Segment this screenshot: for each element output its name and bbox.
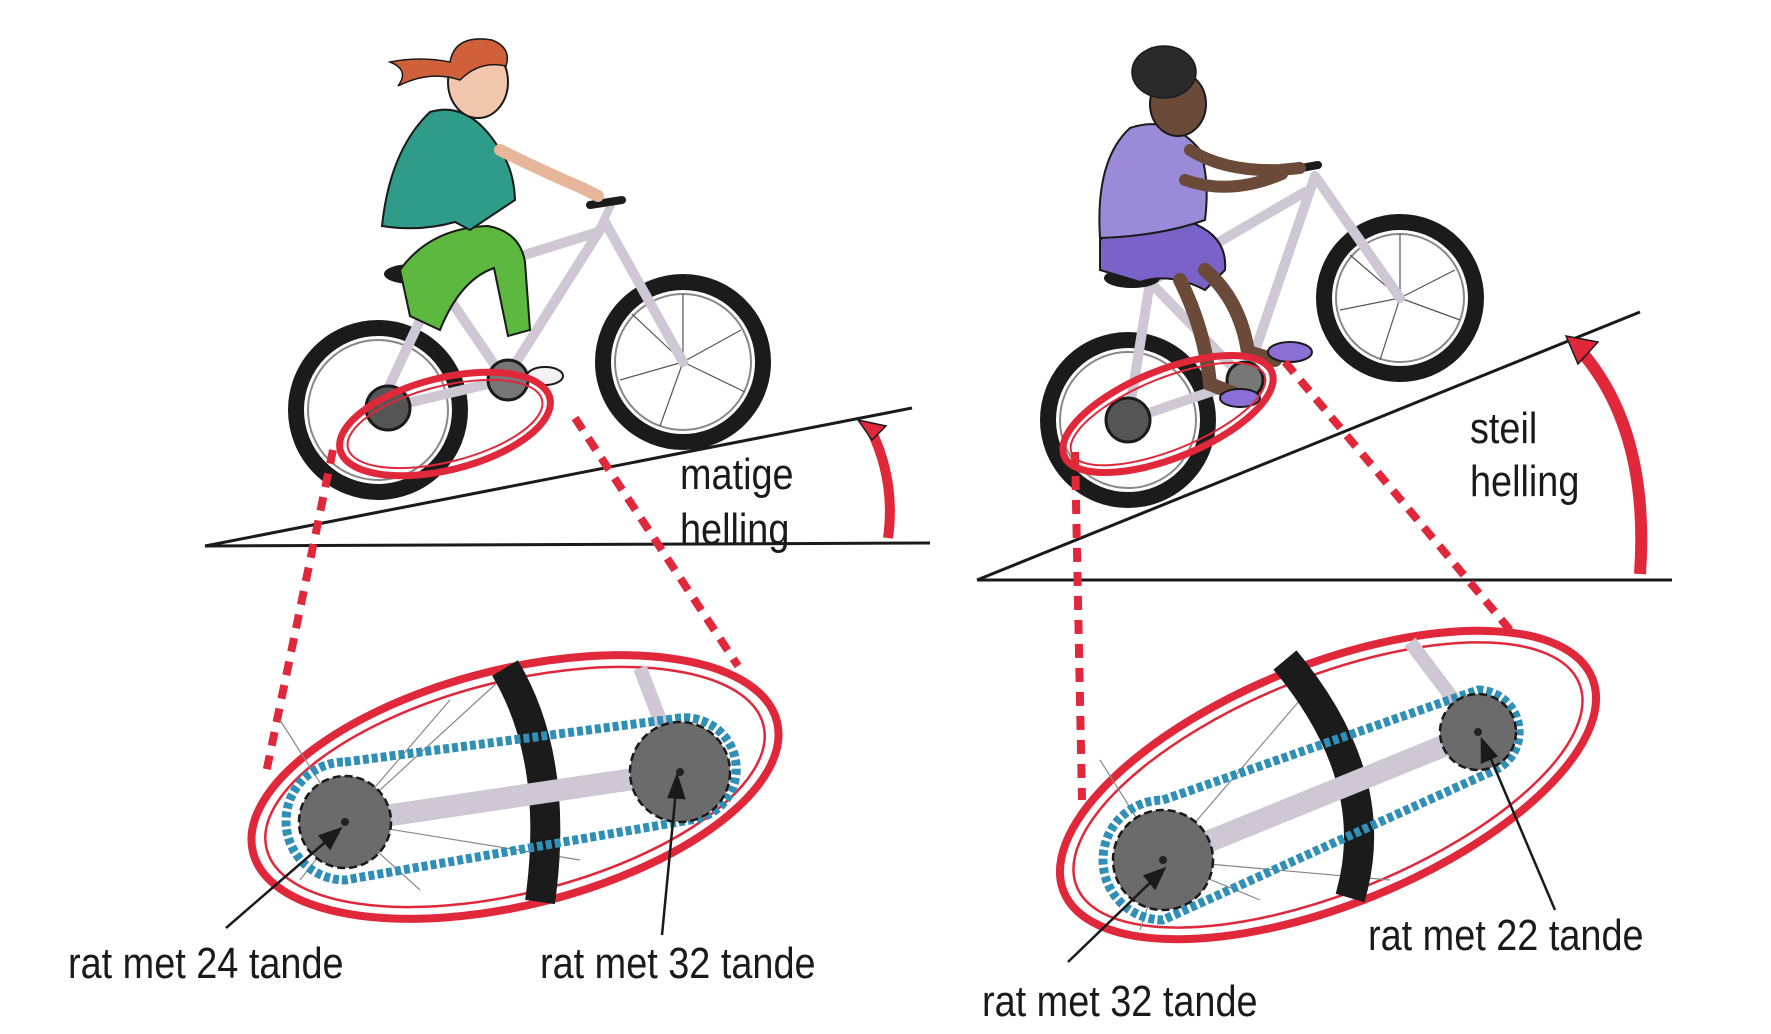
- right-zoom-connectors: [1071, 359, 1514, 801]
- left-front-wheel: [595, 274, 771, 450]
- left-rider: [380, 38, 604, 386]
- right-slope-label-line2: helling: [1470, 457, 1580, 506]
- left-rear-gear-label: rat met 32 tande: [540, 939, 816, 988]
- left-zoomed-drivetrain: [247, 651, 783, 923]
- right-front-gear-label: rat met 32 tande: [982, 977, 1258, 1026]
- left-slope-label-line2: helling: [680, 505, 790, 554]
- right-scene: [976, 45, 1672, 963]
- left-label-pointers: [225, 772, 686, 936]
- right-front-wheel: [1316, 214, 1484, 382]
- right-gear-highlight: [1059, 351, 1277, 477]
- right-label-pointers: [1067, 736, 1557, 963]
- right-rider: [1098, 45, 1313, 408]
- left-rear-wheel: [288, 320, 468, 500]
- left-slope-label-line1: matige: [680, 450, 794, 499]
- right-zoomed-drivetrain: [1055, 626, 1601, 944]
- left-scene: [204, 38, 931, 936]
- left-gear-highlight: [336, 368, 554, 480]
- right-rear-gear-label: rat met 22 tande: [1368, 911, 1644, 960]
- left-zoom-connectors: [261, 415, 742, 779]
- right-rear-wheel: [1040, 332, 1216, 508]
- left-angle-arrow: [856, 418, 895, 539]
- left-front-gear-label: rat met 24 tande: [68, 939, 344, 988]
- right-slope-label-line1: steil: [1470, 404, 1538, 453]
- left-slope: [204, 406, 931, 548]
- right-slope: [976, 310, 1672, 582]
- right-angle-arrow: [1564, 335, 1648, 575]
